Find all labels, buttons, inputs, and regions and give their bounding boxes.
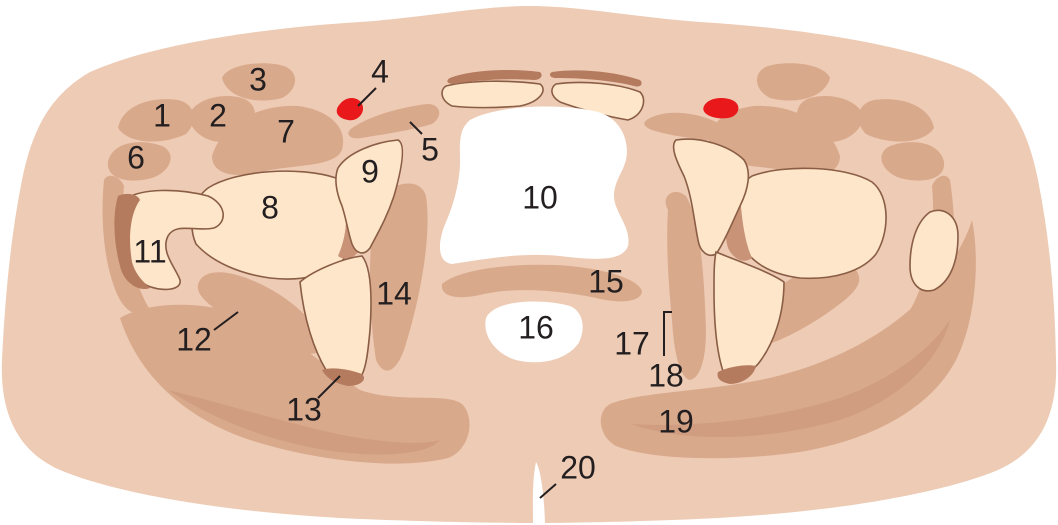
label-16: 16	[518, 309, 554, 345]
label-10: 10	[522, 179, 558, 215]
label-5: 5	[421, 131, 439, 167]
label-17: 17	[614, 325, 650, 361]
label-7: 7	[277, 113, 295, 149]
label-2: 2	[209, 97, 227, 133]
label-20: 20	[560, 449, 596, 485]
label-19: 19	[658, 403, 694, 439]
femoral-head-right	[735, 168, 886, 278]
label-15: 15	[588, 263, 624, 299]
label-8: 8	[261, 189, 279, 225]
label-3: 3	[249, 61, 267, 97]
label-18: 18	[648, 357, 684, 393]
label-12: 12	[176, 321, 212, 357]
label-14: 14	[376, 275, 412, 311]
label-9: 9	[361, 153, 379, 189]
pubic-symphysis-left	[442, 81, 543, 107]
label-11: 11	[133, 233, 166, 269]
label-6: 6	[127, 139, 145, 175]
label-4: 4	[371, 53, 389, 89]
label-1: 1	[153, 97, 171, 133]
label-13: 13	[286, 391, 322, 427]
